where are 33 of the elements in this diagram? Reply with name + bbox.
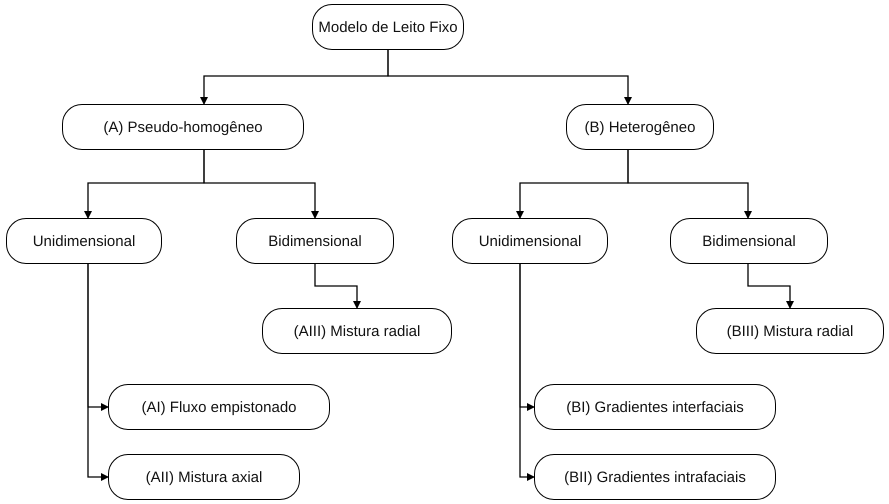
rounded-box (262, 308, 452, 354)
node-label: (AIII) Mistura radial (294, 322, 420, 340)
rounded-box (670, 218, 828, 264)
arrow (87, 264, 109, 481)
arrow (519, 264, 535, 481)
node-label: (BI) Gradientes interfaciais (566, 398, 744, 416)
rounded-box (534, 454, 776, 500)
node-label: Bidimensional (268, 232, 362, 250)
arrow (747, 264, 794, 309)
node-label: (AI) Fluxo empistonado (141, 398, 297, 416)
arrow (203, 150, 319, 219)
node-label: (B) Heterogêneo (584, 118, 696, 136)
rounded-box (108, 454, 300, 500)
node-label: Unidimensional (478, 232, 582, 250)
node-label: (AII) Mistura axial (146, 468, 262, 486)
node-label: Bidimensional (702, 232, 796, 250)
arrow (314, 264, 361, 309)
rounded-box (566, 104, 714, 150)
node-label: Modelo de Leito Fixo (318, 18, 458, 36)
node-label: (A) Pseudo-homogêneo (103, 118, 263, 136)
node-label: (BII) Gradientes intrafaciais (564, 468, 746, 486)
arrow (627, 150, 752, 219)
node-label: (BIII) Mistura radial (726, 322, 854, 340)
rounded-box (312, 4, 464, 50)
rounded-box (62, 104, 304, 150)
rounded-box (696, 308, 884, 354)
rounded-box (6, 218, 162, 264)
rounded-box (236, 218, 394, 264)
node-label: Unidimensional (32, 232, 136, 250)
arrow (387, 50, 632, 105)
rounded-box (452, 218, 608, 264)
rounded-box (108, 384, 330, 430)
rounded-box (534, 384, 776, 430)
